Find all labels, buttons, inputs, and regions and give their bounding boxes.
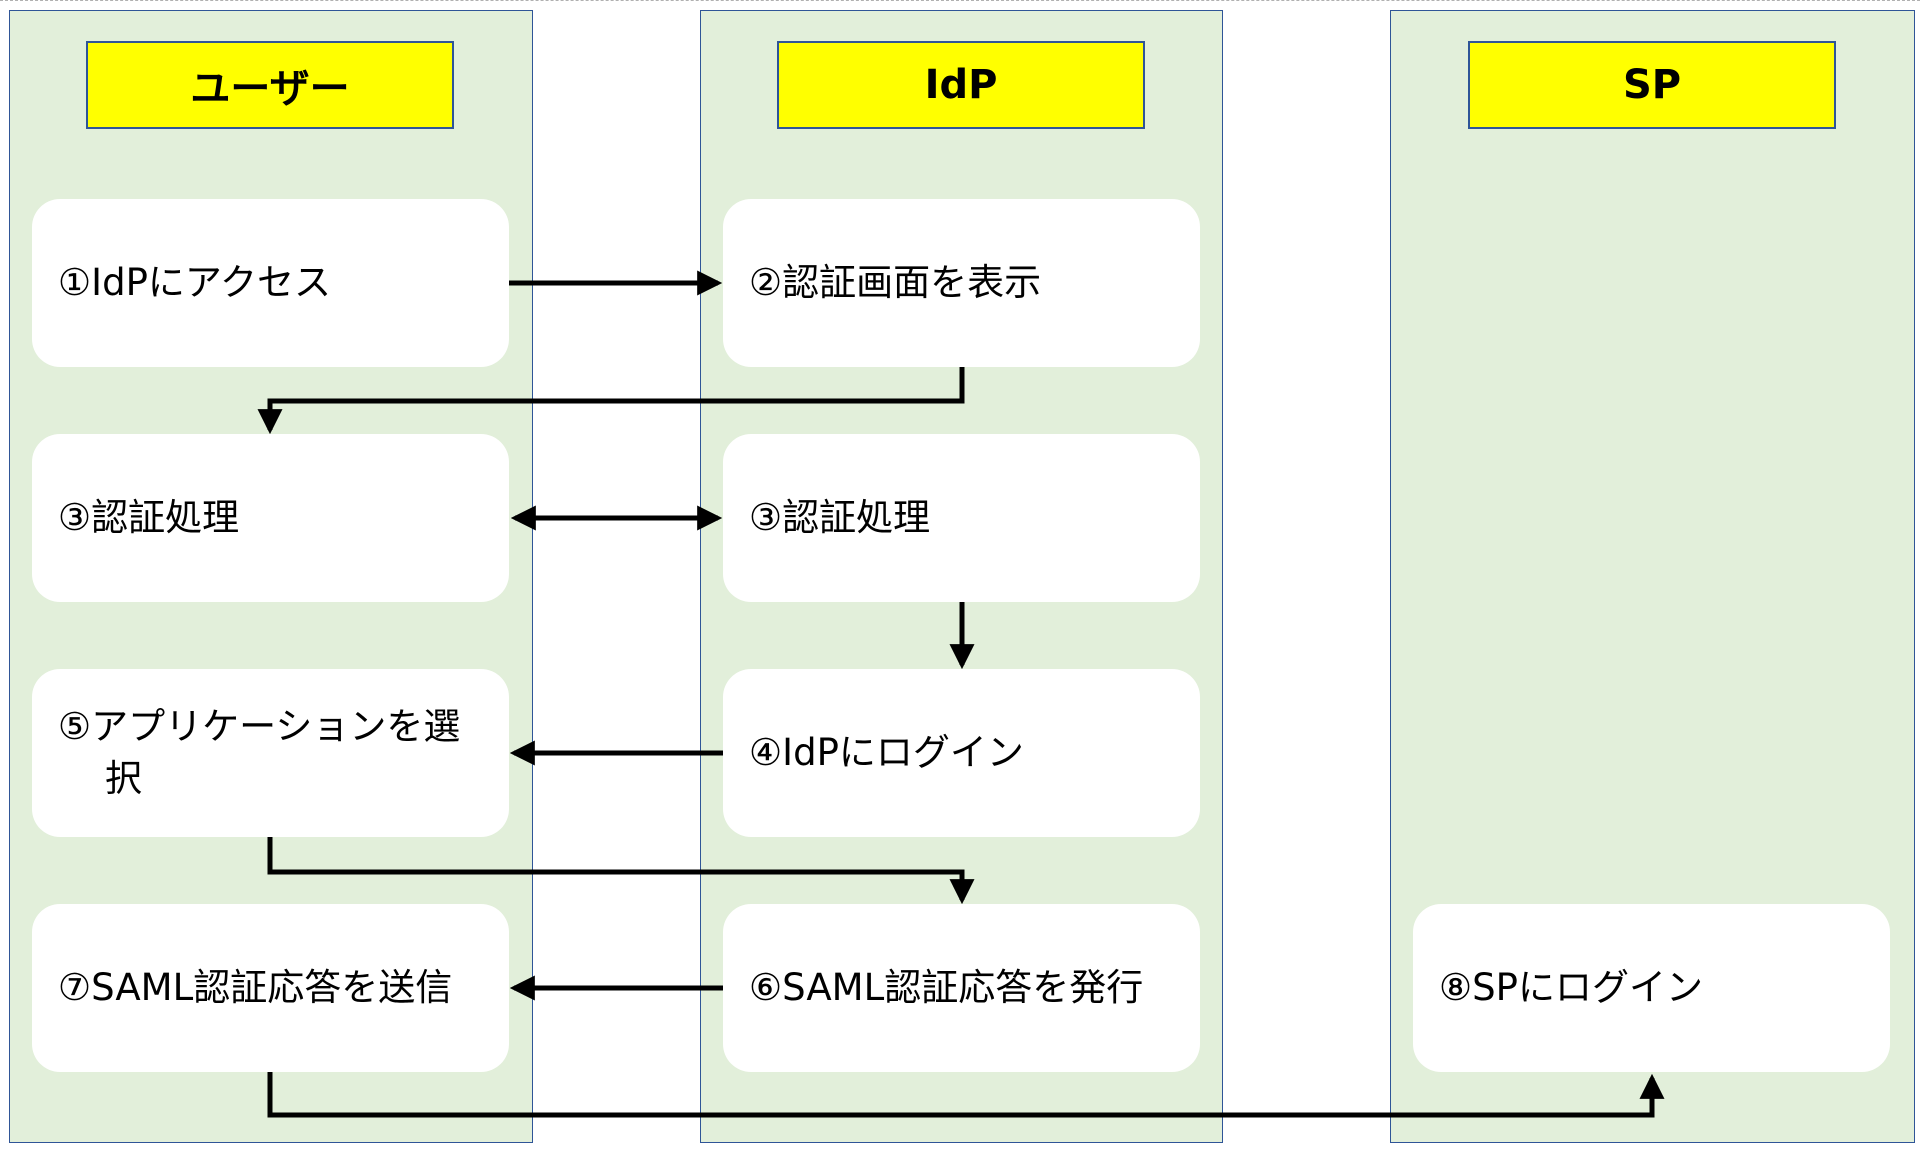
- step-6-box: ⑥SAML認証応答を発行: [723, 904, 1200, 1072]
- step-3-user-label: ③認証処理: [58, 496, 240, 539]
- step-4-box: ④IdPにログイン: [723, 669, 1200, 837]
- step-7-box: ⑦SAML認証応答を送信: [32, 904, 509, 1072]
- step-1-label: ①IdPにアクセス: [58, 261, 332, 304]
- step-3-user-box: ③認証処理: [32, 434, 509, 602]
- lane-title-sp-text: SP: [1622, 62, 1682, 108]
- step-4-label: ④IdPにログイン: [749, 731, 1024, 774]
- lane-title-idp: IdP: [777, 41, 1145, 129]
- step-6-label: ⑥SAML認証応答を発行: [749, 966, 1144, 1009]
- step-5-label: ⑤アプリケーションを選択: [58, 705, 461, 800]
- step-1-box: ①IdPにアクセス: [32, 199, 509, 367]
- step-2-label: ②認証画面を表示: [749, 261, 1042, 304]
- step-8-box: ⑧SPにログイン: [1413, 904, 1890, 1072]
- step-7-label: ⑦SAML認証応答を送信: [58, 966, 453, 1009]
- step-2-box: ②認証画面を表示: [723, 199, 1200, 367]
- step-3-idp-label: ③認証処理: [749, 496, 931, 539]
- top-dashed-border: [0, 0, 1920, 1]
- lane-title-sp: SP: [1468, 41, 1836, 129]
- lane-title-user-text: ユーザー: [190, 66, 350, 112]
- step-5-box: ⑤アプリケーションを選択: [32, 669, 509, 837]
- step-8-label: ⑧SPにログイン: [1439, 966, 1703, 1009]
- step-3-idp-box: ③認証処理: [723, 434, 1200, 602]
- lane-title-idp-text: IdP: [924, 62, 998, 108]
- lane-title-user: ユーザー: [86, 41, 454, 129]
